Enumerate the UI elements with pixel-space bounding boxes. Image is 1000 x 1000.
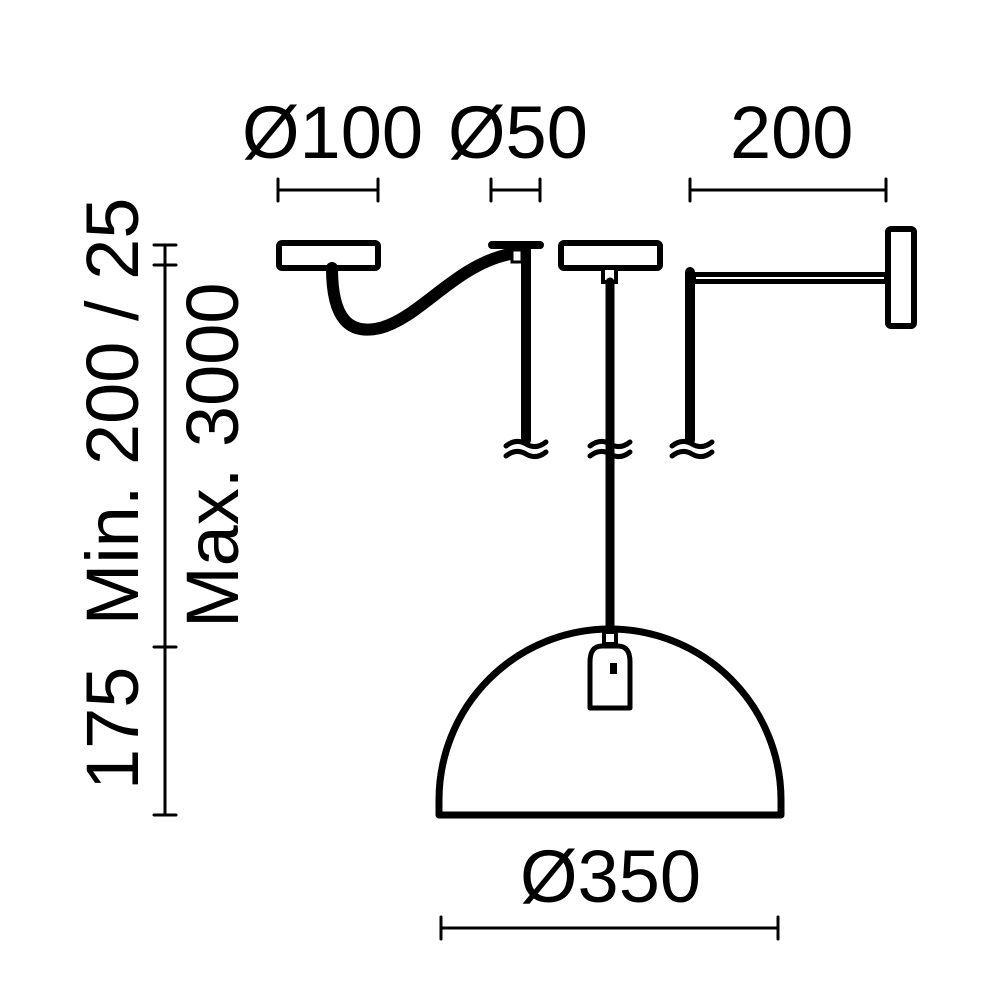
- wall-arm-length-label: 200: [730, 91, 853, 174]
- shade-dimension-line: [439, 915, 780, 941]
- vertical-left-label: 175 Min. 200 / 25: [71, 198, 154, 790]
- swan-neck-canopy: [276, 240, 516, 336]
- rod-mount-dimension-line: [489, 177, 542, 203]
- cable-canopy: [558, 240, 663, 641]
- vertical-right-label: Max. 3000: [171, 282, 254, 628]
- rod-mount: [488, 241, 549, 460]
- shade-diameter-label: Ø350: [520, 835, 701, 918]
- canopy-dimension-line: [276, 177, 380, 203]
- dome-shade: [435, 625, 785, 819]
- canopy-diameter-label: Ø100: [242, 91, 423, 174]
- wall-arm-dimension-line: [688, 177, 888, 203]
- rod-mount-diameter-label: Ø50: [448, 91, 588, 174]
- wall-arm-mount: [669, 226, 917, 460]
- vertical-dimension-line: [152, 243, 178, 817]
